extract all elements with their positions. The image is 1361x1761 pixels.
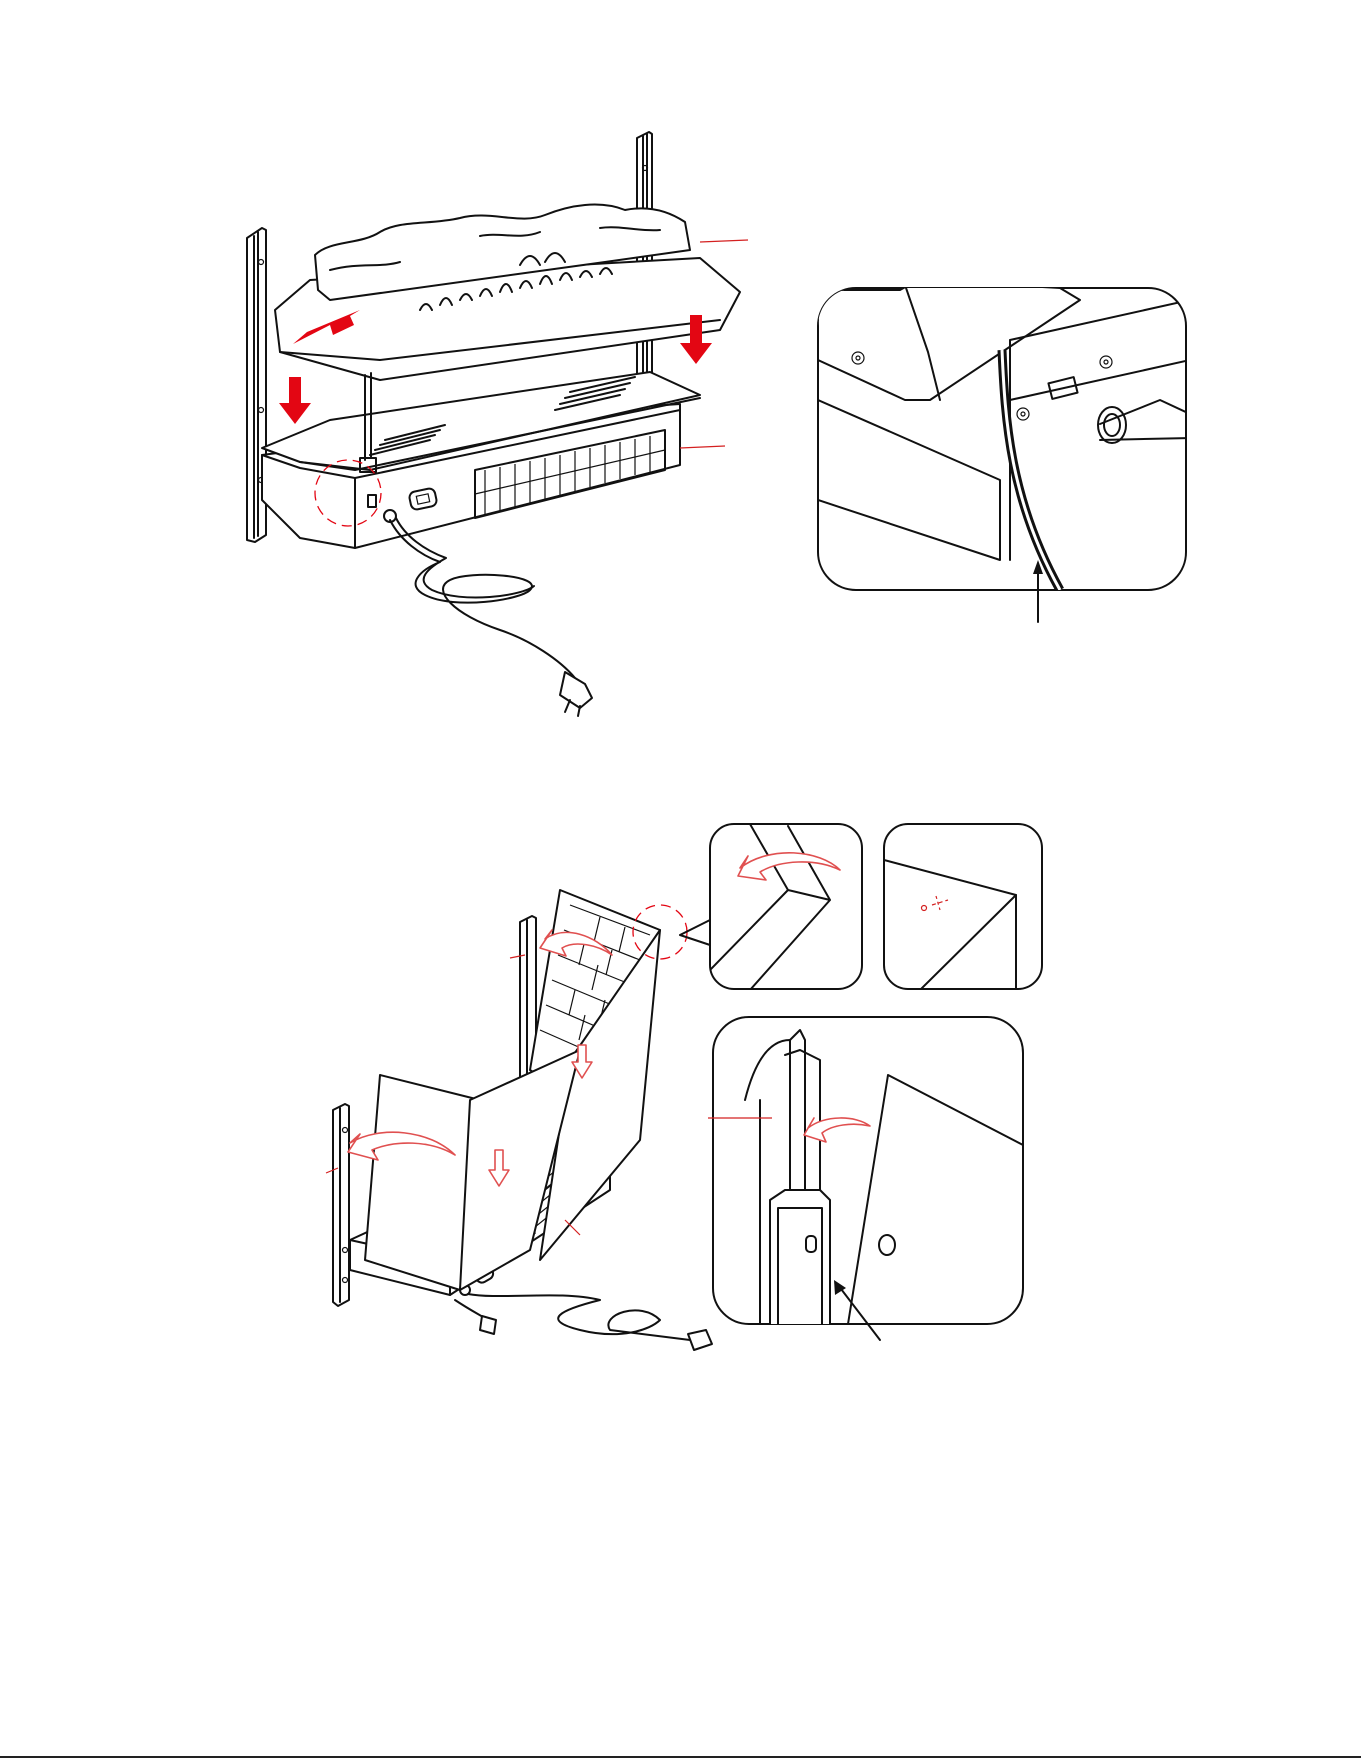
fig2-power-cord — [455, 1294, 712, 1350]
fig2-left-bracket — [333, 1104, 349, 1306]
page-bottom-rule — [0, 1756, 1361, 1758]
firebox-unit — [262, 372, 700, 548]
power-cord — [390, 518, 592, 716]
callout-hole-detail — [884, 824, 1042, 990]
arrow-down-left-icon — [279, 377, 311, 424]
callout-corner-detail — [680, 824, 862, 990]
left-brick-panel — [365, 1050, 580, 1290]
callout-bracket-detail — [708, 1017, 1023, 1340]
callout-cable-detail — [818, 280, 1190, 622]
figure-2 — [326, 824, 1042, 1350]
figure-1 — [247, 132, 1190, 716]
